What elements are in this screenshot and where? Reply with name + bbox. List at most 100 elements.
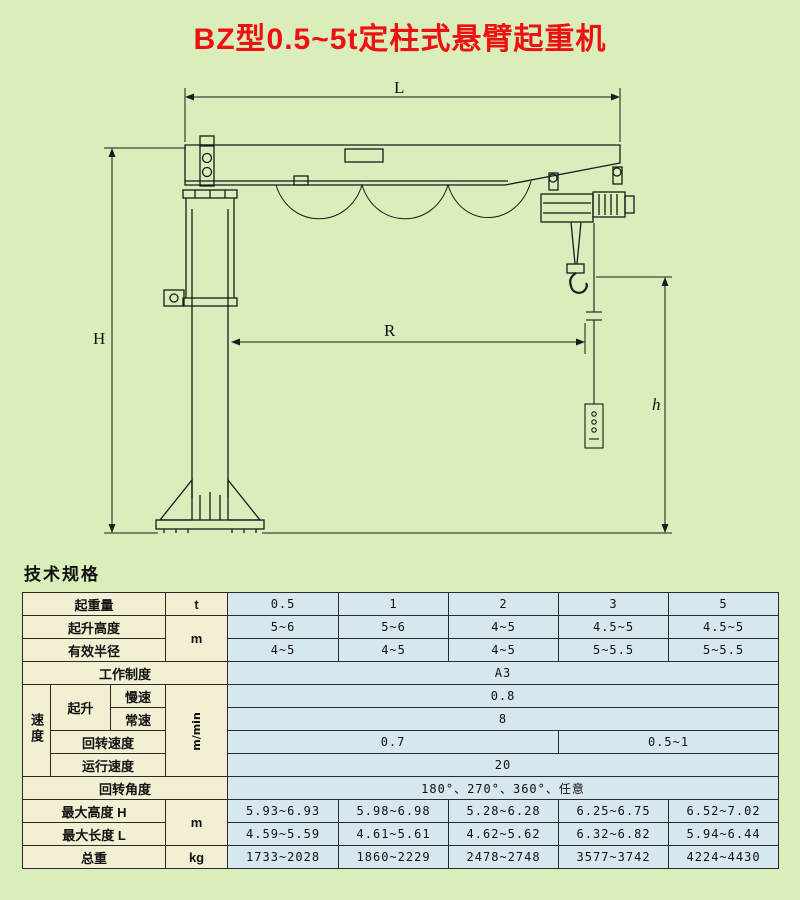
capacity-value: 0.5 [227, 592, 340, 616]
crane-diagram: L H R h [93, 80, 672, 534]
duty-value: A3 [227, 661, 780, 685]
slew-value-b: 0.5~1 [558, 730, 780, 754]
support-roller [163, 289, 185, 307]
travel-label: 运行速度 [49, 753, 167, 777]
dim-H-label: H [93, 329, 105, 348]
lift-height-value: 4.5~5 [558, 615, 670, 639]
row-speed-travel: 运行速度 20 [23, 753, 780, 777]
dimension-h [262, 276, 672, 534]
capacity-unit: t [165, 592, 229, 616]
spec-table: 起重量 t 0.5 1 2 3 5 起升高度 m 5~6 5~6 4~5 4.5… [21, 592, 780, 869]
row-speed-slew: 回转速度 0.7 0.5~1 [23, 730, 780, 754]
radius-value: 4~5 [227, 638, 340, 662]
speed-group-label: 速度 [22, 684, 51, 777]
row-speed-slow: 速度 起升 慢速 m/min 0.8 [22, 684, 780, 777]
max-height-value: 6.52~7.02 [668, 799, 780, 823]
max-length-value: 4.61~5.61 [338, 822, 450, 846]
max-height-label: 最大高度 H [21, 799, 167, 823]
radius-label: 有效半径 [21, 638, 167, 662]
max-height-value: 5.93~6.93 [227, 799, 340, 823]
lifting-label: 起升 [50, 684, 111, 731]
duty-label: 工作制度 [21, 661, 229, 685]
total-weight-unit: kg [165, 845, 229, 869]
jib-boom [184, 144, 621, 186]
lift-height-value: 5~6 [338, 615, 450, 639]
max-length-value: 4.59~5.59 [227, 822, 340, 846]
max-length-value: 5.94~6.44 [668, 822, 780, 846]
dim-L-label: L [394, 80, 404, 97]
hoist-trolley [540, 166, 635, 223]
max-height-value: 5.98~6.98 [338, 799, 450, 823]
slow-value: 0.8 [227, 684, 780, 708]
max-length-label: 最大长度 L [21, 822, 167, 846]
radius-value: 5~5.5 [558, 638, 670, 662]
angle-value: 180°、270°、360°、任意 [227, 776, 780, 800]
dimension-H [104, 147, 186, 534]
capacity-value: 1 [338, 592, 450, 616]
trolley-stop [293, 175, 309, 186]
row-total-weight: 总重 kg 1733~2028 1860~2229 2478~2748 3577… [21, 845, 780, 869]
normal-value: 8 [227, 707, 780, 731]
slew-label: 回转速度 [49, 730, 167, 754]
total-weight-value: 1733~2028 [227, 845, 340, 869]
row-radius: 有效半径 4~5 4~5 4~5 5~5.5 5~5.5 [21, 638, 780, 662]
dimension-labels: L H R h [93, 80, 661, 414]
row-max-height: 最大高度 H m 5.93~6.93 5.98~6.98 5.28~6.28 6… [21, 799, 780, 846]
dim-h-label: h [652, 395, 661, 414]
capacity-value: 3 [558, 592, 670, 616]
max-height-value: 6.25~6.75 [558, 799, 670, 823]
radius-value: 4~5 [448, 638, 560, 662]
mast-column [163, 189, 238, 498]
max-length-value: 4.62~5.62 [448, 822, 560, 846]
lift-height-value: 4~5 [448, 615, 560, 639]
total-weight-value: 4224~4430 [668, 845, 780, 869]
lift-height-label: 起升高度 [21, 615, 167, 639]
travel-value: 20 [227, 753, 780, 777]
total-weight-value: 1860~2229 [338, 845, 450, 869]
row-max-length: 最大长度 L 4.59~5.59 4.61~5.61 4.62~5.62 6.3… [21, 822, 780, 846]
total-weight-value: 2478~2748 [448, 845, 560, 869]
section-title: 技术规格 [24, 565, 100, 584]
hoist-motor [592, 191, 626, 218]
dimension-R [238, 323, 586, 354]
slow-label: 慢速 [109, 684, 167, 708]
normal-label: 常速 [109, 707, 167, 731]
lift-height-value: 4.5~5 [668, 615, 780, 639]
hoist-hook [566, 221, 588, 294]
speed-group-text: 速度 [29, 713, 44, 745]
total-weight-value: 3577~3742 [558, 845, 670, 869]
row-lift-height: 起升高度 m 5~6 5~6 4~5 4.5~5 4.5~5 [21, 615, 780, 662]
max-height-value: 5.28~6.28 [448, 799, 560, 823]
dimension-arrows [108, 93, 669, 533]
total-weight-label: 总重 [21, 845, 167, 869]
radius-value: 5~5.5 [668, 638, 780, 662]
base-plate [155, 519, 265, 530]
capacity-value: 2 [448, 592, 560, 616]
speed-unit: m/min [165, 684, 229, 777]
max-length-value: 6.32~6.82 [558, 822, 670, 846]
radius-value: 4~5 [338, 638, 450, 662]
festoon-cable [275, 180, 532, 220]
angle-label: 回转角度 [21, 776, 229, 800]
pivot-assembly [199, 135, 215, 187]
lift-height-value: 5~6 [227, 615, 340, 639]
row-speed-normal: 常速 8 [23, 707, 780, 731]
max-height-unit: m [165, 799, 229, 846]
access-hatch [344, 148, 384, 163]
page-title: BZ型0.5~5t定柱式悬臂起重机 [193, 23, 607, 56]
capacity-label: 起重量 [21, 592, 167, 616]
column-mid-flange [182, 297, 238, 307]
capacity-value: 5 [668, 592, 780, 616]
dim-R-label: R [384, 321, 396, 340]
slew-value-a: 0.7 [227, 730, 560, 754]
column-base [155, 478, 265, 533]
hook-icon [569, 272, 588, 294]
pendant-station [584, 403, 604, 449]
row-capacity: 起重量 t 0.5 1 2 3 5 [21, 592, 780, 616]
lift-height-unit: m [165, 615, 229, 662]
row-duty: 工作制度 A3 [21, 661, 780, 685]
row-angle: 回转角度 180°、270°、360°、任意 [21, 776, 780, 800]
speed-unit-text: m/min [190, 712, 204, 751]
hoist-drum [540, 193, 594, 223]
pendant-control [584, 223, 604, 449]
